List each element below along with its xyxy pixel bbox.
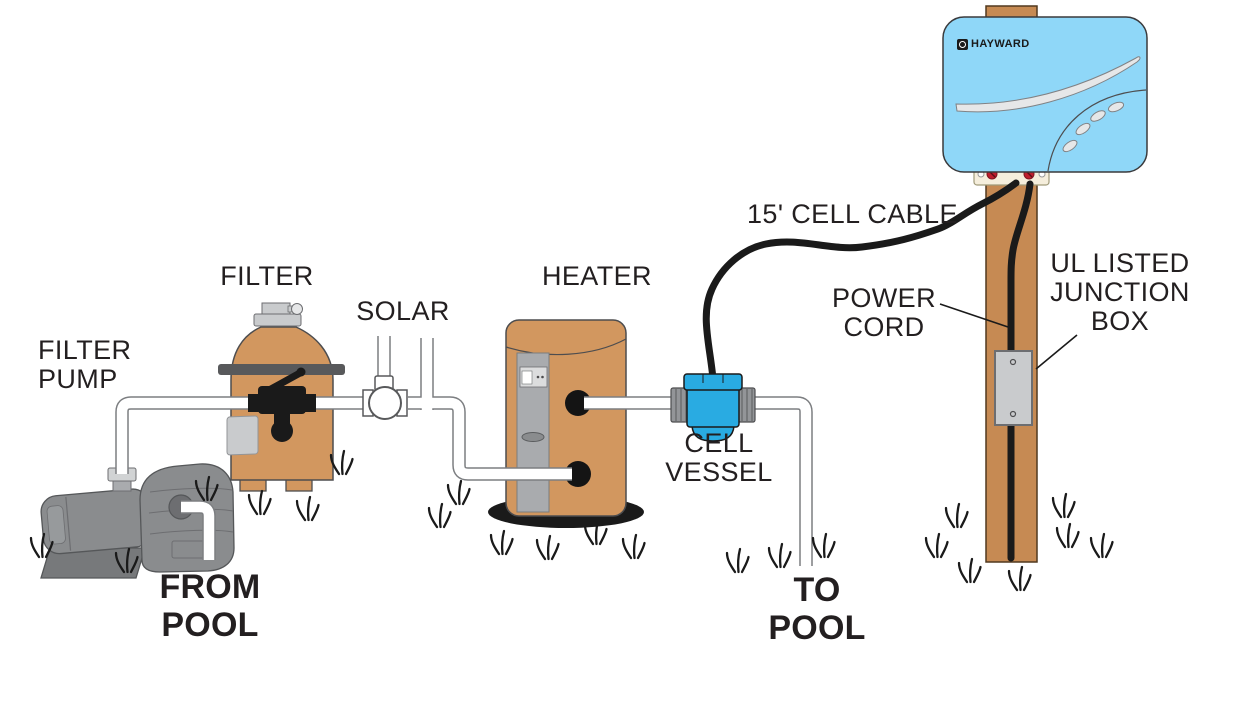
grass-icon	[295, 495, 320, 522]
grass-icon	[944, 502, 969, 529]
grass-icon	[621, 533, 646, 560]
filter-label-patch	[226, 415, 259, 456]
led-lights	[1062, 101, 1125, 153]
grass-icon	[427, 502, 452, 529]
grass-icon	[446, 479, 471, 506]
filter-label: FILTER	[220, 261, 314, 291]
filter-pump-label: FILTER PUMP	[38, 335, 132, 394]
junction-box-label: UL LISTED JUNCTION BOX	[1050, 248, 1190, 336]
power-cord-pointer-line	[939, 303, 1009, 328]
grass-icon	[811, 532, 836, 559]
grass-icon	[767, 542, 792, 569]
hayward-logo-icon	[957, 38, 968, 50]
cell-cap	[683, 373, 743, 391]
multiport-valve	[248, 367, 316, 442]
solar-valve	[362, 375, 408, 420]
union-fitting	[670, 387, 690, 423]
dial-arc	[1047, 89, 1147, 172]
grass-icon	[329, 449, 354, 476]
grass-icon	[924, 532, 949, 559]
union-fitting	[736, 387, 756, 423]
power-cord-label: POWER CORD	[831, 283, 936, 342]
heater-label: HEATER	[542, 261, 652, 291]
grass-icon	[725, 547, 750, 574]
grass-icon	[957, 557, 982, 584]
control-box	[942, 16, 1148, 173]
filter-cap	[253, 302, 303, 327]
grass-icon	[1007, 565, 1032, 592]
filter-band	[218, 364, 345, 375]
swoosh	[955, 56, 1141, 113]
grass-icon	[489, 529, 514, 556]
grass-icon	[1055, 522, 1080, 549]
junction-box-pointer-line	[1035, 334, 1078, 370]
cell-vessel	[670, 373, 756, 442]
junction-box	[994, 350, 1033, 426]
to-pool-label: TO POOL	[768, 571, 866, 647]
from-pool-label: FROM POOL	[159, 568, 261, 644]
grass-icon	[247, 489, 272, 516]
grass-icon	[1051, 492, 1076, 519]
cell-vessel-label: CELL VESSEL	[665, 428, 773, 487]
grass-icon	[535, 534, 560, 561]
valve-handle	[267, 369, 304, 393]
grass-icon	[1089, 532, 1114, 559]
solar-label: SOLAR	[356, 296, 450, 326]
hayward-logo: HAYWARD	[957, 38, 1030, 50]
cell-cable-label: 15' CELL CABLE	[747, 199, 958, 229]
power-cord	[1007, 180, 1034, 562]
heater	[488, 319, 644, 528]
hayward-logo-text: HAYWARD	[971, 38, 1030, 50]
cell-cable	[702, 179, 1020, 383]
